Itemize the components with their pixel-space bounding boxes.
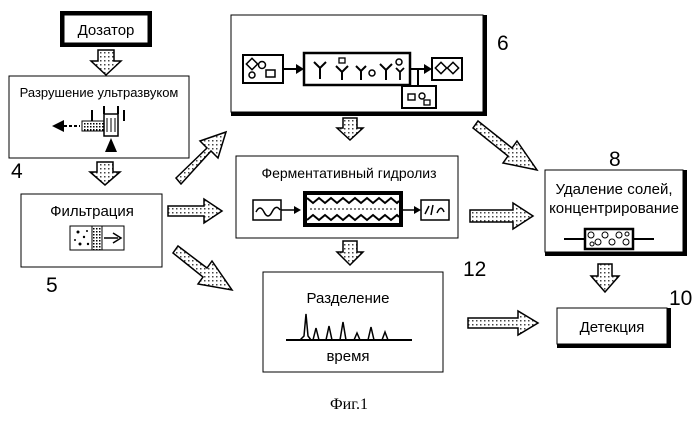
desalting-box: Удаление солей, концентрирование bbox=[545, 170, 687, 256]
dispenser-label: Дозатор bbox=[78, 22, 135, 39]
separation-label: Разделение bbox=[307, 290, 390, 307]
unbound-material-icon bbox=[402, 86, 436, 108]
label-number-5: 5 bbox=[46, 274, 58, 297]
detection-label: Детекция bbox=[580, 319, 645, 336]
binding-process-box bbox=[231, 15, 487, 116]
dispenser-box: Дозатор bbox=[60, 11, 152, 47]
desalting-label-line1: Удаление солей, bbox=[555, 181, 672, 198]
desalting-label-line2: концентрирование bbox=[549, 200, 679, 217]
arrow-to-separation-icon bbox=[173, 246, 232, 290]
separated-antigens-icon bbox=[432, 58, 462, 80]
label-number-12: 12 bbox=[463, 258, 486, 281]
separation-axis-label: время bbox=[326, 348, 369, 365]
arrow-hydrolysis-to-desalting-icon bbox=[470, 203, 533, 229]
detection-box: Детекция bbox=[557, 308, 671, 348]
label-number-4: 4 bbox=[11, 160, 23, 183]
molecule-complex-icon bbox=[243, 55, 283, 83]
arrow-down-desalting-icon bbox=[591, 264, 619, 292]
arrow-to-desalting-diag-icon bbox=[473, 121, 537, 170]
arrow-to-hydrolysis-icon bbox=[168, 199, 222, 223]
filter-icon bbox=[70, 226, 124, 250]
arrow-down-analysis-icon bbox=[337, 118, 363, 140]
hydrolysis-label: Ферментативный гидролиз bbox=[261, 165, 436, 181]
filtration-box: Фильтрация bbox=[21, 194, 162, 267]
peptides-output-icon bbox=[421, 200, 449, 220]
arrow-down-hydrolysis-icon bbox=[337, 241, 363, 265]
ultrasound-label: Разрушение ультразвуком bbox=[20, 85, 179, 100]
antibody-binding-icon bbox=[304, 53, 410, 85]
arrow-down-dispenser-icon bbox=[91, 50, 121, 75]
label-number-6: 6 bbox=[497, 32, 509, 55]
enzyme-reactor-icon bbox=[303, 191, 403, 227]
arrow-separation-to-detection-icon bbox=[468, 311, 538, 335]
ultrasound-box: Разрушение ультразвуком bbox=[9, 76, 189, 158]
label-number-10: 10 bbox=[669, 287, 692, 310]
separation-box: Разделение время bbox=[263, 272, 443, 372]
label-number-8: 8 bbox=[609, 148, 621, 171]
protein-input-icon bbox=[253, 200, 281, 220]
arrow-down-ultrasound-icon bbox=[90, 162, 120, 185]
figure-caption: Фиг.1 bbox=[330, 396, 368, 413]
filtration-label: Фильтрация bbox=[50, 203, 134, 220]
hydrolysis-box: Ферментативный гидролиз bbox=[236, 156, 458, 238]
